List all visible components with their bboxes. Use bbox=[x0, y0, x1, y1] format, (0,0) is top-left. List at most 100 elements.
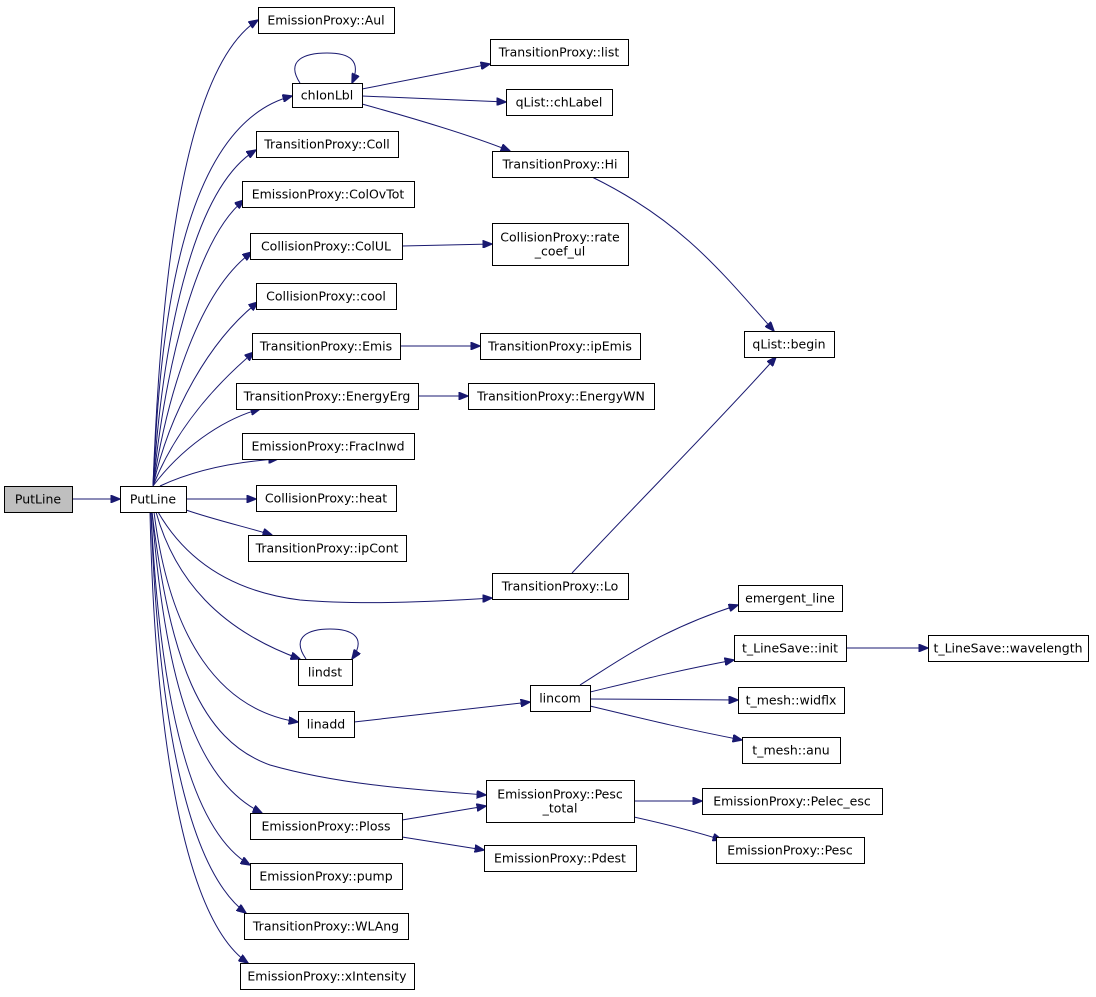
node-root[interactable]: PutLine bbox=[4, 486, 73, 513]
node-lincom[interactable]: lincom bbox=[530, 685, 591, 712]
node-label: EmissionProxy::Aul bbox=[267, 13, 384, 28]
node-colovtot[interactable]: EmissionProxy::ColOvTot bbox=[242, 181, 415, 208]
node-ploss[interactable]: EmissionProxy::Ploss bbox=[250, 813, 403, 840]
node-pelec[interactable]: EmissionProxy::Pelec_esc bbox=[702, 788, 883, 815]
node-ipemis[interactable]: TransitionProxy::ipEmis bbox=[480, 333, 641, 360]
edge-putline-to-cool bbox=[152, 302, 258, 487]
node-label: EmissionProxy::Pesc bbox=[727, 843, 853, 858]
edge-lo-to-begin bbox=[571, 357, 776, 574]
edge-chionlbl-to-chionlbl bbox=[294, 52, 356, 83]
node-box bbox=[738, 585, 843, 612]
edge-chionlbl-to-hi bbox=[361, 103, 510, 151]
node-label: TransitionProxy::Emis bbox=[259, 339, 392, 354]
edge-putline-to-emis bbox=[152, 352, 254, 487]
edge-linadd-to-lincom bbox=[353, 702, 530, 723]
edge-putline-to-xintensity bbox=[149, 511, 248, 963]
node-lo[interactable]: TransitionProxy::Lo bbox=[492, 573, 629, 600]
node-box bbox=[492, 151, 629, 178]
node-box bbox=[492, 223, 629, 266]
edge-lincom-to-init bbox=[589, 660, 734, 693]
node-anu[interactable]: t_mesh::anu bbox=[742, 737, 841, 764]
node-box bbox=[250, 813, 403, 840]
node-hi[interactable]: TransitionProxy::Hi bbox=[492, 151, 629, 178]
node-begin[interactable]: qList::begin bbox=[744, 331, 835, 358]
edge-pesc_total-to-pesc bbox=[633, 816, 722, 840]
node-cool[interactable]: CollisionProxy::cool bbox=[256, 283, 397, 310]
node-label: EmissionProxy::Pelec_esc bbox=[713, 794, 871, 809]
node-label: CollisionProxy::cool bbox=[266, 289, 386, 304]
node-linadd[interactable]: linadd bbox=[298, 711, 355, 738]
node-label: _total bbox=[542, 801, 578, 816]
node-rate[interactable]: CollisionProxy::rate_coef_ul bbox=[492, 223, 629, 266]
node-wavelength[interactable]: t_LineSave::wavelength bbox=[928, 635, 1089, 662]
node-emis[interactable]: TransitionProxy::Emis bbox=[252, 333, 401, 360]
edge-putline-to-lo bbox=[157, 511, 492, 604]
node-chlabel[interactable]: qList::chLabel bbox=[506, 89, 613, 116]
node-colul[interactable]: CollisionProxy::ColUL bbox=[250, 233, 403, 260]
node-putline[interactable]: PutLine bbox=[120, 486, 187, 513]
node-box bbox=[244, 913, 409, 940]
edge-putline-to-chionlbl bbox=[152, 96, 292, 487]
node-pdest[interactable]: EmissionProxy::Pdest bbox=[484, 845, 637, 872]
edge-lincom-to-anu bbox=[589, 705, 742, 740]
edge-putline-to-ipcont bbox=[185, 509, 272, 535]
node-label: EmissionProxy::ColOvTot bbox=[252, 187, 405, 202]
node-wlang[interactable]: TransitionProxy::WLAng bbox=[244, 913, 409, 940]
node-box bbox=[530, 685, 591, 712]
node-box bbox=[242, 181, 415, 208]
node-widflx[interactable]: t_mesh::widflx bbox=[738, 687, 845, 714]
node-box bbox=[248, 535, 407, 562]
node-label: TransitionProxy::list bbox=[498, 45, 620, 60]
node-pesc_total[interactable]: EmissionProxy::Pesc_total bbox=[486, 780, 635, 823]
node-box bbox=[236, 383, 419, 410]
node-box bbox=[298, 711, 355, 738]
node-label: EmissionProxy::FracInwd bbox=[251, 439, 404, 454]
node-label: TransitionProxy::WLAng bbox=[252, 919, 399, 934]
node-box bbox=[744, 331, 835, 358]
node-lindst[interactable]: lindst bbox=[298, 659, 353, 686]
node-label: qList::chLabel bbox=[516, 95, 603, 110]
node-label: TransitionProxy::EnergyWN bbox=[476, 389, 645, 404]
node-label: linadd bbox=[307, 717, 345, 732]
edge-putline-to-ploss bbox=[151, 511, 262, 813]
node-pesc[interactable]: EmissionProxy::Pesc bbox=[716, 837, 865, 864]
node-box bbox=[258, 7, 395, 34]
edge-lincom-to-emergent bbox=[579, 605, 738, 686]
node-fracinwd[interactable]: EmissionProxy::FracInwd bbox=[242, 433, 415, 460]
edge-putline-to-aul bbox=[152, 20, 258, 487]
edge-colul-to-rate bbox=[401, 244, 492, 246]
node-box bbox=[738, 687, 845, 714]
node-label: t_LineSave::wavelength bbox=[933, 641, 1082, 656]
node-box bbox=[256, 131, 399, 158]
edge-putline-to-colul bbox=[152, 252, 252, 487]
edge-chionlbl-to-chlabel bbox=[361, 95, 506, 102]
node-energywn[interactable]: TransitionProxy::EnergyWN bbox=[468, 383, 655, 410]
node-ipcont[interactable]: TransitionProxy::ipCont bbox=[248, 535, 407, 562]
edges-layer bbox=[72, 20, 928, 963]
node-heat[interactable]: CollisionProxy::heat bbox=[256, 485, 397, 512]
node-box bbox=[120, 486, 187, 513]
node-box bbox=[928, 635, 1089, 662]
node-emergent[interactable]: emergent_line bbox=[738, 585, 843, 612]
edge-putline-to-colovtot bbox=[152, 200, 244, 487]
node-init[interactable]: t_LineSave::init bbox=[734, 635, 847, 662]
node-chionlbl[interactable]: chIonLbl bbox=[292, 83, 363, 108]
node-coll[interactable]: TransitionProxy::Coll bbox=[256, 131, 399, 158]
node-box bbox=[4, 486, 73, 513]
node-label: _coef_ul bbox=[534, 244, 586, 259]
edge-chionlbl-to-list bbox=[361, 64, 490, 90]
nodes-layer: PutLine PutLine EmissionProxy::AulchIonLbl… bbox=[4, 7, 1089, 990]
node-aul[interactable]: EmissionProxy::Aul bbox=[258, 7, 395, 34]
node-label: lincom bbox=[539, 691, 581, 706]
edge-ploss-to-pesc_total bbox=[401, 806, 486, 821]
edge-putline-to-pesc_total bbox=[151, 511, 486, 795]
node-label: TransitionProxy::Hi bbox=[501, 157, 617, 172]
node-pump[interactable]: EmissionProxy::pump bbox=[250, 863, 403, 890]
node-energyerg[interactable]: TransitionProxy::EnergyErg bbox=[236, 383, 419, 410]
node-xintensity[interactable]: EmissionProxy::xIntensity bbox=[240, 963, 415, 990]
node-list[interactable]: TransitionProxy::list bbox=[490, 39, 629, 66]
node-label: EmissionProxy::Pdest bbox=[494, 851, 626, 866]
node-label: lindst bbox=[308, 665, 342, 680]
node-label: TransitionProxy::Lo bbox=[501, 579, 619, 594]
node-label: TransitionProxy::ipEmis bbox=[487, 339, 632, 354]
